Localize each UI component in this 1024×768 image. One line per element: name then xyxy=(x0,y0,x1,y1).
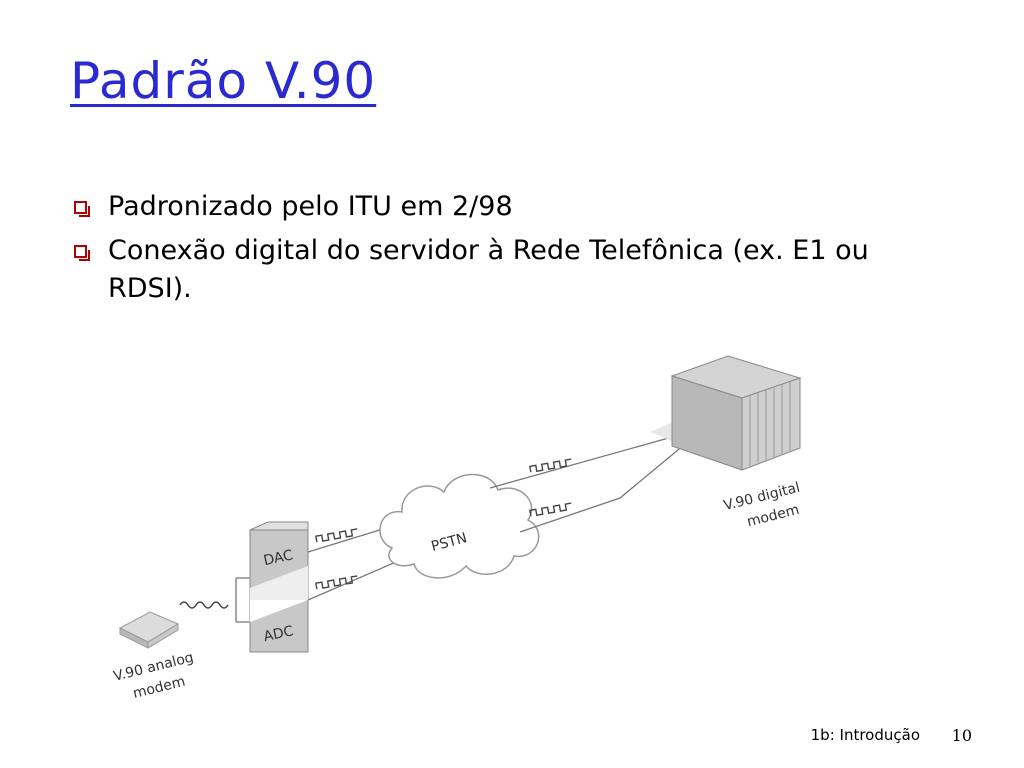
checkbox-bullet-icon xyxy=(74,245,90,261)
digital-modem-icon xyxy=(650,355,802,471)
digital-wave-icon xyxy=(529,458,572,473)
bullet-list: Padronizado pelo ITU em 2/98 Conexão dig… xyxy=(70,188,950,314)
page-number: 10 xyxy=(951,726,972,745)
bullet-item: Padronizado pelo ITU em 2/98 xyxy=(70,188,950,226)
analog-modem-icon xyxy=(118,611,180,649)
checkbox-bullet-icon xyxy=(74,201,90,217)
digital-wave-icon xyxy=(315,528,358,543)
adc-label: ADC xyxy=(262,623,295,645)
analog-wave-icon xyxy=(179,601,229,609)
dac-label: DAC xyxy=(262,547,295,569)
pstn-cloud: PSTN xyxy=(379,473,540,579)
bullet-text: Conexão digital do servidor à Rede Telef… xyxy=(108,235,869,304)
dac-adc-converter: DAC ADC xyxy=(249,521,309,653)
footer-section-label: 1b: Introdução xyxy=(810,726,920,744)
digital-wave-icon xyxy=(315,575,358,590)
page-title: Padrão V.90 xyxy=(70,52,377,110)
bullet-item: Conexão digital do servidor à Rede Telef… xyxy=(70,232,950,308)
bullet-text: Padronizado pelo ITU em 2/98 xyxy=(108,191,513,222)
digital-wave-icon xyxy=(529,502,572,517)
